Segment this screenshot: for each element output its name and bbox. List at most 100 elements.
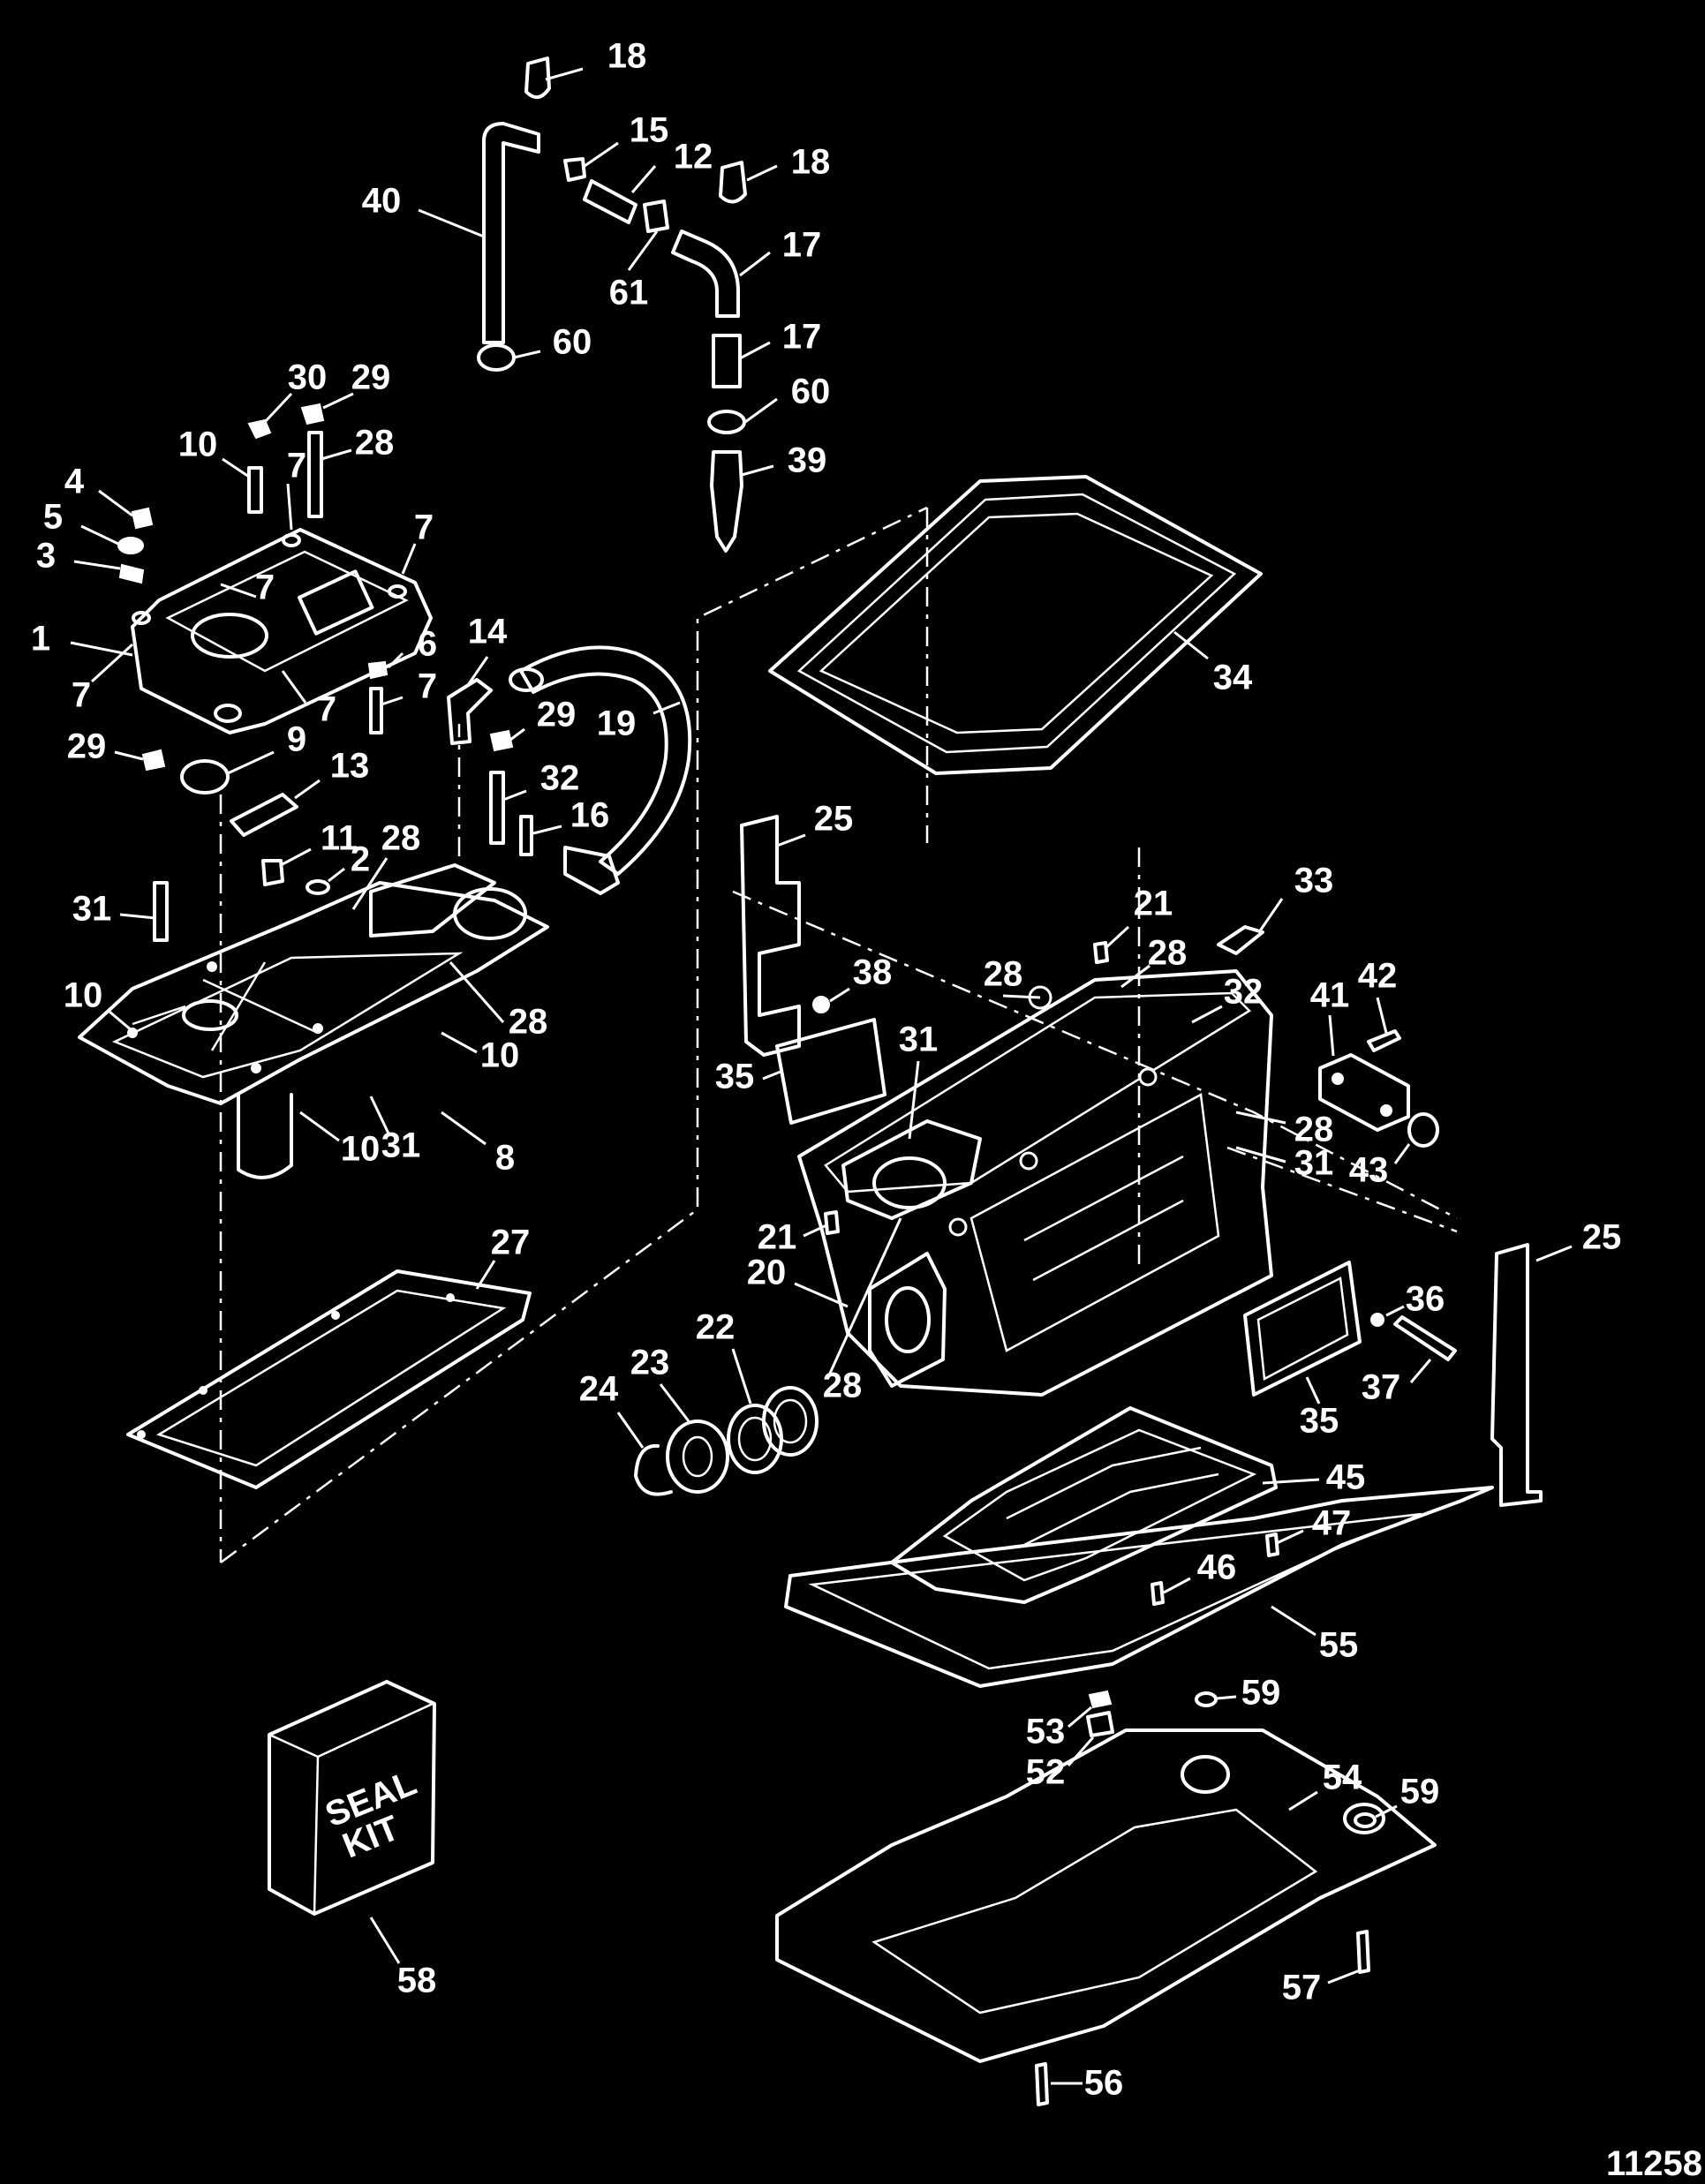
callout-c35a: 35 [715,1058,755,1096]
callout-c31a: 31 [72,890,112,929]
callout-c42: 42 [1358,957,1398,996]
clamp-60-upper [477,343,516,372]
callout-c25a: 25 [814,800,854,839]
leader-line-c29a [322,392,354,410]
leader-line-c28b [351,857,389,910]
covers-35 [775,996,1362,1397]
leader-line-c32b [1191,1005,1223,1024]
leader-line-c34 [1173,630,1209,660]
nut-29-center [489,729,514,752]
callout-c29b: 29 [537,696,577,734]
leader-line-c28f [1235,1111,1286,1125]
leader-line-c8 [441,1111,487,1146]
stud-10-upper [247,466,263,514]
callout-c17b: 17 [782,318,822,357]
clamp-60-lower [707,410,746,434]
callout-c10b: 10 [64,976,103,1015]
leader-line-c33 [1257,898,1284,933]
leader-line-c31d [369,1096,390,1134]
leader-line-c24 [616,1412,645,1449]
callout-c29a: 29 [351,358,391,397]
clip-15 [563,157,586,182]
callout-c59a: 59 [1241,1674,1281,1713]
fitting-61 [643,200,669,233]
callout-c60b: 60 [791,373,831,411]
leader-line-c25a [776,833,806,847]
leader-line-c16 [532,825,562,835]
callout-c59b: 59 [1400,1773,1440,1811]
plate-41 [1318,1053,1410,1132]
washer-53 [1088,1690,1113,1709]
leader-line-c28e [449,961,505,1023]
callout-c60a: 60 [553,323,592,362]
callout-c53: 53 [1026,1713,1066,1751]
callout-c18a: 18 [607,37,647,76]
leader-line-c55 [1271,1605,1316,1637]
leader-line-c7d [90,643,134,683]
nut-4 [131,507,154,530]
leader-line-c46 [1163,1577,1191,1594]
base-plate-54 [775,1690,1437,2106]
callout-c37: 37 [1362,1368,1401,1407]
callout-c30: 30 [288,358,328,397]
callout-c57: 57 [1282,1969,1322,2007]
callout-c10d: 10 [341,1130,381,1169]
callout-c23: 23 [630,1344,670,1382]
callout-c52: 52 [1026,1753,1066,1792]
callout-c3: 3 [36,537,56,576]
fitting-13 [230,793,298,837]
nut-43 [1407,1112,1439,1148]
leader-line-c29b [509,727,525,742]
callout-c7d: 7 [72,676,91,715]
bearing-set [634,1386,819,1496]
callout-c41: 41 [1310,976,1350,1015]
gasket-34 [768,475,1263,775]
leader-line-c27 [475,1260,496,1290]
part-1-plate [131,528,433,734]
callout-c18b: 18 [791,143,831,182]
leader-line-c11 [280,847,312,867]
callout-c7b: 7 [414,508,434,547]
callout-c14: 14 [468,613,508,651]
callout-c13: 13 [330,747,370,786]
nut-29-left [141,749,166,772]
callout-c17a: 17 [782,226,822,265]
screw-57 [1356,1930,1370,1974]
callout-c24: 24 [579,1370,619,1409]
bearing-22-b [727,1404,783,1474]
seal-kit-58: SEAL KIT [268,1680,436,1916]
callout-c31b: 31 [899,1020,939,1059]
leader-line-c57 [1327,1969,1361,1984]
callout-c7c: 7 [255,569,275,607]
screw-56 [1035,2062,1049,2106]
callout-c40: 40 [362,182,402,221]
leader-lines [70,67,1573,2085]
callout-c28f: 28 [1294,1111,1334,1149]
hose-17-upper [671,230,740,318]
callout-c56: 56 [1084,2064,1124,2103]
leader-line-c18a [545,67,584,81]
seal-plate-45 [890,1406,1278,1604]
cover-35-left [775,1018,886,1125]
callout-c2: 2 [351,840,370,879]
leader-line-c36 [1385,1305,1405,1317]
elbow-14 [447,678,493,745]
callout-c35b: 35 [1300,1402,1339,1441]
callout-c7a: 7 [287,447,306,486]
leader-line-c9 [227,750,275,775]
leader-line-c52 [1067,1736,1095,1766]
washer-59-b [1354,1812,1377,1828]
nut-30 [247,418,272,440]
leader-line-c37 [1409,1359,1432,1383]
leader-line-c17b [739,341,771,360]
leader-line-c7f [281,670,307,704]
leader-line-c18b [746,164,778,182]
leader-line-c10b [109,1010,133,1033]
leader-line-c15 [584,141,619,168]
leader-line-c14 [466,656,489,686]
leader-line-c45 [1262,1478,1320,1485]
leader-line-c10d [299,1111,340,1142]
callout-c32b: 32 [1224,973,1264,1012]
